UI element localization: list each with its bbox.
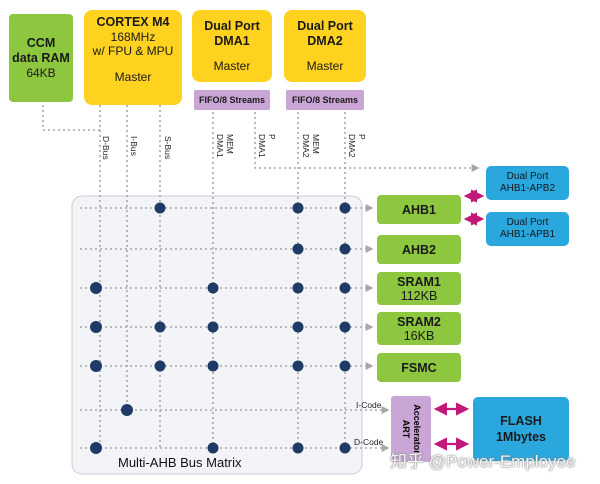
flash-size: 1Mbytes: [495, 430, 547, 444]
dma1-name: DMA1: [214, 34, 250, 48]
ahb1-label: AHB1: [401, 202, 437, 217]
node: [292, 321, 304, 333]
ccm-data-ram-block: CCM data RAM 64KB: [9, 14, 73, 102]
dma1-fifo-label: FIFO/8 Streams: [198, 95, 266, 105]
watermark: 知乎 @Power-Employee: [390, 452, 576, 471]
node: [292, 360, 304, 372]
ccm-size: 64KB: [26, 66, 56, 80]
ccm-title: CCM: [26, 36, 56, 50]
ahb2-label: AHB2: [401, 242, 437, 257]
p-dma2-label: P: [357, 134, 367, 140]
apb1-bridge-line2: AHB1-APB1: [499, 229, 556, 240]
dma1-block: Dual Port DMA1 Master: [192, 10, 272, 82]
fsmc-label: FSMC: [401, 360, 437, 375]
node: [121, 404, 133, 416]
cortex-m4-block: CORTEX M4 168MHz w/ FPU & MPU Master: [84, 10, 182, 105]
dbus-label: D-Bus: [101, 136, 111, 160]
mem-dma2-label-2: DMA2: [301, 134, 311, 158]
mem-dma2-label: MEM: [311, 134, 321, 154]
node: [207, 282, 219, 294]
node: [90, 321, 102, 333]
mem-dma1-label-2: DMA1: [215, 134, 225, 158]
p-dma2-label-2: DMA2: [347, 134, 357, 158]
node: [207, 442, 219, 454]
node: [339, 243, 351, 255]
p-dma1-label: P: [267, 134, 277, 140]
art-accelerator-block: Accelerator ART: [391, 396, 431, 462]
cortex-freq: 168MHz: [110, 30, 156, 44]
dcode-label: D-Code: [354, 437, 384, 447]
cortex-fpu: w/ FPU & MPU: [92, 44, 174, 58]
node: [154, 202, 166, 214]
node: [90, 282, 102, 294]
node: [339, 202, 351, 214]
ccm-line2: data RAM: [12, 51, 70, 65]
node: [154, 321, 166, 333]
dma2-role: Master: [306, 59, 344, 73]
ibus-label: I-Bus: [129, 136, 139, 156]
ahb1-block: AHB1: [377, 195, 461, 224]
sram2-label: SRAM2: [397, 314, 441, 329]
dma1-title: Dual Port: [204, 19, 260, 33]
p-dma1-label-2: DMA1: [257, 134, 267, 158]
bus-matrix-title: Multi-AHB Bus Matrix: [118, 455, 242, 470]
dma2-fifo-label: FIFO/8 Streams: [291, 95, 359, 105]
apb2-bridge-line2: AHB1-APB2: [499, 183, 556, 194]
icode-label: I-Code: [356, 400, 382, 410]
node: [292, 442, 304, 454]
dma1-fifo-block: FIFO/8 Streams: [194, 90, 270, 110]
cortex-title: CORTEX M4: [96, 15, 170, 29]
node: [207, 360, 219, 372]
node: [339, 442, 351, 454]
sram2-block: SRAM2 16KB: [377, 312, 461, 345]
sram1-block: SRAM1 112KB: [377, 272, 461, 305]
dma2-fifo-block: FIFO/8 Streams: [286, 90, 364, 110]
sbus-label: S-Bus: [163, 136, 173, 160]
sram2-size: 16KB: [403, 328, 435, 343]
node: [339, 360, 351, 372]
flash-block: FLASH 1Mbytes: [473, 397, 569, 461]
ahb1-apb1-bridge: Dual Port AHB1-APB1: [486, 212, 569, 246]
node: [90, 442, 102, 454]
fsmc-block: FSMC: [377, 353, 461, 382]
dma2-name: DMA2: [307, 34, 343, 48]
apb1-bridge-line1: Dual Port: [506, 217, 549, 228]
node: [90, 360, 102, 372]
ahb2-block: AHB2: [377, 235, 461, 264]
sram1-size: 112KB: [400, 288, 438, 303]
node: [154, 360, 166, 372]
bus-matrix-panel: [71, 195, 363, 475]
node: [292, 282, 304, 294]
mem-dma1-label: MEM: [225, 134, 235, 154]
node: [292, 243, 304, 255]
dma1-role: Master: [213, 59, 251, 73]
ahb1-apb2-bridge: Dual Port AHB1-APB2: [486, 166, 569, 200]
sram1-label: SRAM1: [397, 274, 441, 289]
dma2-block: Dual Port DMA2 Master: [284, 10, 366, 82]
cortex-role: Master: [114, 70, 152, 84]
node: [339, 321, 351, 333]
apb2-bridge-line1: Dual Port: [506, 171, 549, 182]
node: [292, 202, 304, 214]
dma2-title: Dual Port: [297, 19, 353, 33]
node: [207, 321, 219, 333]
flash-label: FLASH: [500, 414, 542, 428]
node: [339, 282, 351, 294]
